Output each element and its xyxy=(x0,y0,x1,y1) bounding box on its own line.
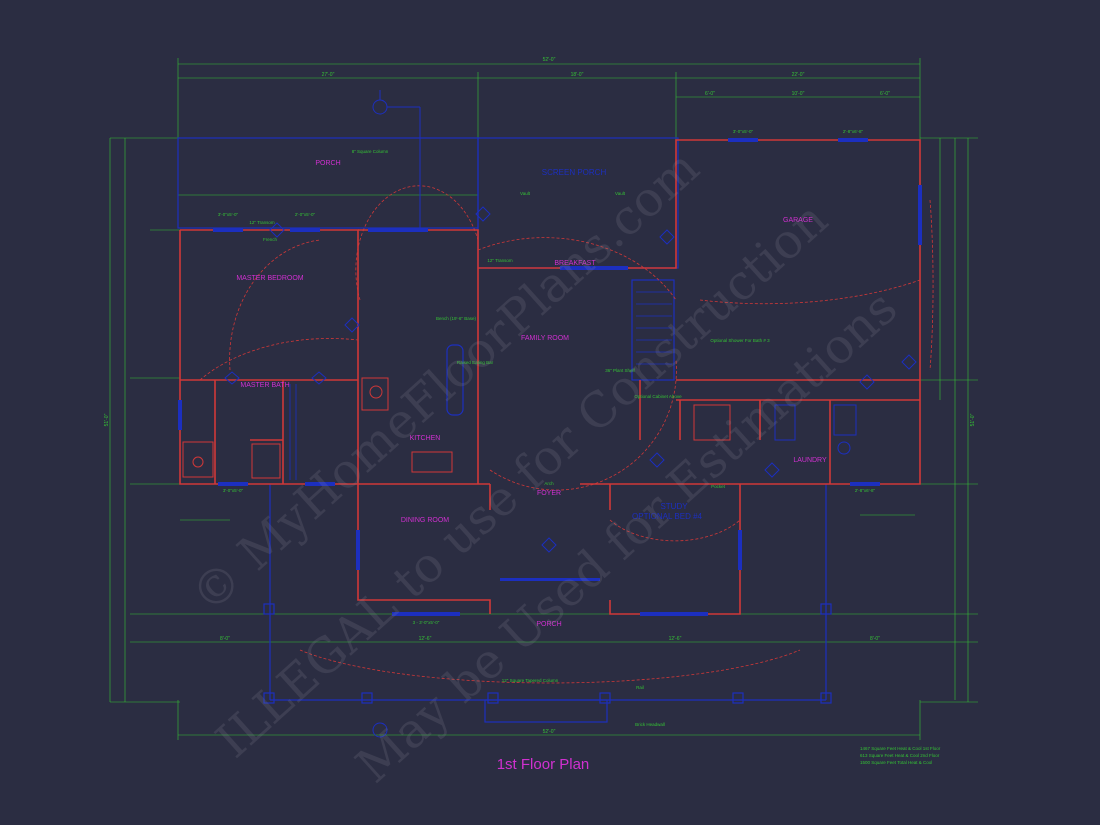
window-tag: 3'-0"x5'-0" xyxy=(733,129,754,134)
note-square-column: 8" Square Column xyxy=(352,149,389,154)
plan-title: 1st Floor Plan xyxy=(497,756,590,773)
dim-top-mid: 18'-0" xyxy=(571,72,584,78)
dim-top-left: 27'-0" xyxy=(322,72,335,78)
room-laundry: LAUNDRY xyxy=(793,457,827,464)
stairs xyxy=(289,291,672,480)
room-porch-top: PORCH xyxy=(315,160,340,167)
window-tag: 2'-0"x5'-0" xyxy=(295,212,316,217)
section-markers xyxy=(372,90,421,738)
sqft-line: 1467 Square Feet Heat & Cool 1st Floor xyxy=(860,746,941,751)
dim-right-total: 51'-0" xyxy=(970,413,976,426)
room-family-room: FAMILY ROOM xyxy=(521,335,569,342)
windows xyxy=(178,138,922,616)
note-transom-left: 12" Transom xyxy=(249,220,275,225)
dim-bottom-far-right: 8'-0" xyxy=(870,636,880,642)
window-tag: 3'-0"x5'-0" xyxy=(223,488,244,493)
room-kitchen: KITCHEN xyxy=(410,435,441,442)
note-vault-left: Vault xyxy=(520,191,531,196)
room-garage: GARAGE xyxy=(783,217,813,224)
window-size-tags: 3'-0"x5'-0" 2'-0"x5'-0" 3'-0"x5'-0" 2'-8… xyxy=(218,129,876,625)
dim-bottom-mid: 12'-6" xyxy=(419,636,432,642)
room-optional-bed: OPTIONAL BED #4 xyxy=(632,512,703,521)
room-dining-room: DINING ROOM xyxy=(401,517,449,524)
room-foyer: FOYER xyxy=(537,490,561,497)
room-labels: SCREEN PORCH STUDY OPTIONAL BED #4 PORCH… xyxy=(236,160,827,628)
dim-top-right: 22'-0" xyxy=(792,72,805,78)
room-screen-porch: SCREEN PORCH xyxy=(542,168,607,177)
note-plant-shelf: 36" Plant Shelf xyxy=(605,368,635,373)
note-french: French xyxy=(263,237,278,242)
room-master-bath: MASTER BATH xyxy=(240,382,289,389)
window-tag: 3 - 3'-0"x5'-0" xyxy=(413,620,440,625)
room-master-bedroom: MASTER BEDROOM xyxy=(236,275,303,282)
note-vault-right: Vault xyxy=(615,191,626,196)
note-optional-shower: Optional Shower For Bath # 3 xyxy=(710,338,770,343)
room-breakfast: BREAKFAST xyxy=(554,260,596,267)
dim-top-right-c: 6'-0" xyxy=(880,91,890,97)
porch-outline xyxy=(177,137,832,723)
note-bench: Bench (19'-6" Base) xyxy=(436,316,476,321)
window-tag: 3'-0"x5'-0" xyxy=(218,212,239,217)
note-rail: Rail xyxy=(636,685,644,690)
note-tapered-column: 12" Square Tapered Column xyxy=(502,678,559,683)
note-optional-cabinet: Optional Cabinet Above xyxy=(634,394,682,399)
note-raised-eating-bar: Raised Eating Bar xyxy=(457,360,494,365)
dim-bottom-right: 12'-6" xyxy=(669,636,682,642)
dim-bottom-total: 52'-0" xyxy=(543,729,556,735)
note-brick-headwall: Brick Headwall xyxy=(635,722,665,727)
window-tag: 2'-8"x6'-8" xyxy=(855,488,876,493)
note-arch: Arch xyxy=(544,481,554,486)
dimension-labels: 52'-0" 27'-0" 18'-0" 22'-0" 6'-0" 10'-0"… xyxy=(104,57,976,735)
dim-top-right-a: 6'-0" xyxy=(705,91,715,97)
dim-top-total: 52'-0" xyxy=(543,57,556,63)
sqft-line: 613 Square Feet Heat & Cool 2nd Floor xyxy=(860,753,940,758)
fixtures xyxy=(182,377,857,479)
sqft-line: 1500 Square Feet Total Heat & Cool xyxy=(860,760,932,765)
note-transom-mid: 12" Transom xyxy=(487,258,513,263)
annotation-notes: 8" Square Column 12" Square Tapered Colu… xyxy=(249,149,770,727)
door-tags xyxy=(224,206,917,553)
room-porch-bottom: PORCH xyxy=(536,621,561,628)
square-footage: 1467 Square Feet Heat & Cool 1st Floor 6… xyxy=(860,746,941,765)
window-tag: 2'-8"x6'-8" xyxy=(843,129,864,134)
dim-left-total: 51'-0" xyxy=(104,413,110,426)
dim-top-right-b: 10'-0" xyxy=(792,91,805,97)
dim-bottom-left: 8'-0" xyxy=(220,636,230,642)
note-pocket: Pocket xyxy=(711,484,726,489)
door-swings xyxy=(199,185,934,684)
room-study: STUDY xyxy=(660,502,688,511)
